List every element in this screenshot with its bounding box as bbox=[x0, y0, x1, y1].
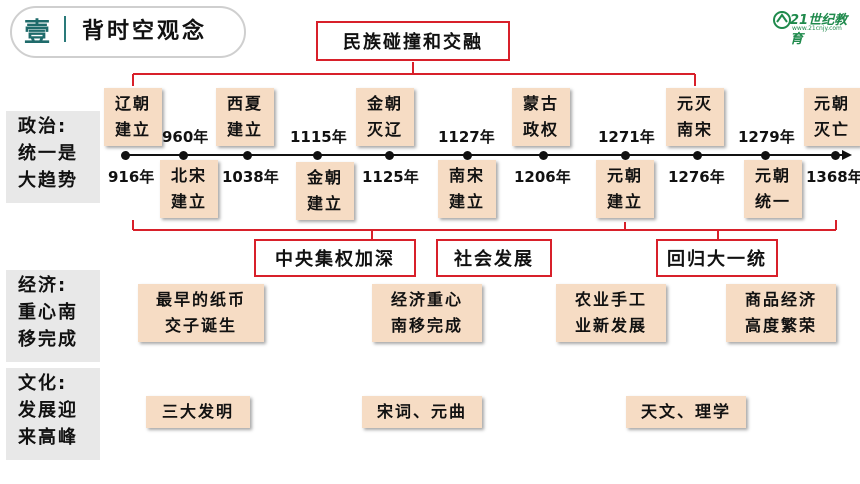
event-liao-founded: 辽朝 建立 bbox=[104, 88, 162, 146]
year-1271: 1271年 bbox=[598, 128, 655, 146]
theme-box-reunification: 回归大一统 bbox=[656, 239, 778, 277]
economy-commodity: 商品经济 高度繁荣 bbox=[726, 284, 836, 342]
event-yuan-falls: 元朝 灭亡 bbox=[804, 88, 860, 146]
economy-paper-money: 最早的纸币 交子诞生 bbox=[138, 284, 264, 342]
logo-sub-text: www.21cnjy.com bbox=[792, 25, 842, 32]
timeline-dot bbox=[121, 151, 130, 160]
section-number: 壹 bbox=[24, 18, 51, 48]
event-jin-destroys-liao: 金朝 灭辽 bbox=[356, 88, 414, 146]
section-header bbox=[10, 6, 246, 58]
side-label-politics: 政治:统一是大趋势 bbox=[6, 111, 100, 203]
timeline-dot bbox=[831, 151, 840, 160]
timeline-dot bbox=[385, 151, 394, 160]
year-1125: 1125年 bbox=[362, 168, 419, 186]
timeline-dot bbox=[761, 151, 770, 160]
event-southern-song-founded: 南宋 建立 bbox=[438, 160, 496, 218]
year-1038: 1038年 bbox=[222, 168, 279, 186]
timeline-dot bbox=[313, 151, 322, 160]
header-divider bbox=[64, 16, 66, 42]
event-western-xia-founded: 西夏 建立 bbox=[216, 88, 274, 146]
event-yuan-founded: 元朝 建立 bbox=[596, 160, 654, 218]
side-label-culture: 文化:发展迎来高峰 bbox=[6, 368, 100, 460]
section-title: 背时空观念 bbox=[82, 19, 208, 44]
brand-logo bbox=[772, 8, 850, 36]
year-1115: 1115年 bbox=[290, 128, 347, 146]
year-1206: 1206年 bbox=[514, 168, 571, 186]
culture-song-ci-yuan-qu: 宋词、元曲 bbox=[362, 396, 482, 428]
timeline-dot bbox=[243, 151, 252, 160]
timeline-dot bbox=[179, 151, 188, 160]
theme-box-ethnic-fusion: 民族碰撞和交融 bbox=[316, 21, 510, 61]
year-960: 960年 bbox=[162, 128, 209, 146]
event-yuan-unification: 元朝 统一 bbox=[744, 160, 802, 218]
culture-three-inventions: 三大发明 bbox=[146, 396, 250, 428]
year-1127: 1127年 bbox=[438, 128, 495, 146]
year-1276: 1276年 bbox=[668, 168, 725, 186]
event-mongol-regime: 蒙古 政权 bbox=[512, 88, 570, 146]
year-1279: 1279年 bbox=[738, 128, 795, 146]
timeline-dot bbox=[539, 151, 548, 160]
event-northern-song-founded: 北宋 建立 bbox=[160, 160, 218, 218]
event-yuan-destroys-southern-song: 元灭 南宋 bbox=[666, 88, 724, 146]
economy-agriculture-handicraft: 农业手工 业新发展 bbox=[556, 284, 666, 342]
culture-astronomy-neo-confucianism: 天文、理学 bbox=[626, 396, 746, 428]
economy-center-south: 经济重心 南移完成 bbox=[372, 284, 482, 342]
event-jin-founded: 金朝 建立 bbox=[296, 162, 354, 220]
year-916: 916年 bbox=[108, 168, 155, 186]
theme-box-centralization: 中央集权加深 bbox=[254, 239, 416, 277]
year-1368: 1368年 bbox=[806, 168, 860, 186]
timeline-dot bbox=[621, 151, 630, 160]
logo-brand-text: 21世纪教育 bbox=[790, 13, 848, 47]
timeline-dot bbox=[693, 151, 702, 160]
timeline-dot bbox=[463, 151, 472, 160]
theme-box-social-development: 社会发展 bbox=[436, 239, 552, 277]
side-label-economy: 经济:重心南移完成 bbox=[6, 270, 100, 362]
